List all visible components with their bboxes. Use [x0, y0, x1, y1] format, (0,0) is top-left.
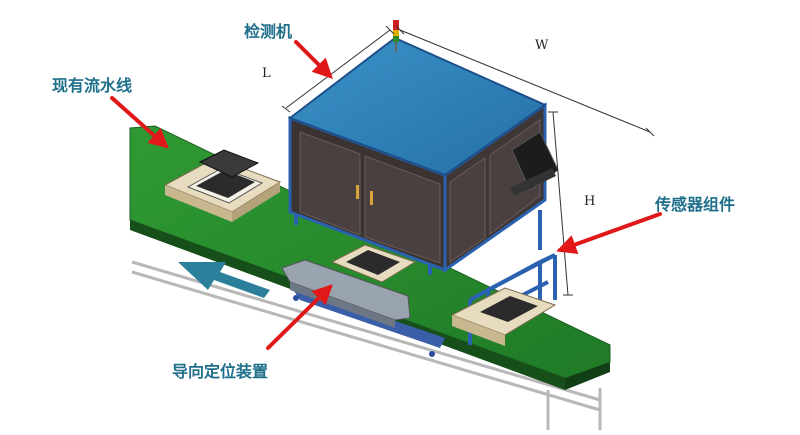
- dimension-lines: [281, 25, 655, 296]
- label-inspection-machine: 检测机: [244, 22, 293, 41]
- label-guide-device: 导向定位装置: [172, 362, 269, 381]
- dimension-height-label: H: [584, 194, 596, 209]
- label-sensor-assembly: 传感器组件: [655, 195, 736, 214]
- monitor-screen: [510, 131, 559, 196]
- inspection-machine: [287, 20, 548, 275]
- dimension-width-label: W: [535, 38, 549, 53]
- flow-direction-arrow: [178, 262, 270, 298]
- product-tray-center: [330, 244, 417, 283]
- callout-arrows: [110, 40, 662, 350]
- label-existing-line: 现有流水线: [52, 76, 133, 95]
- product-tray-right: [450, 287, 557, 346]
- product-tray-left: [163, 149, 282, 222]
- dimension-length-label: L: [262, 66, 271, 81]
